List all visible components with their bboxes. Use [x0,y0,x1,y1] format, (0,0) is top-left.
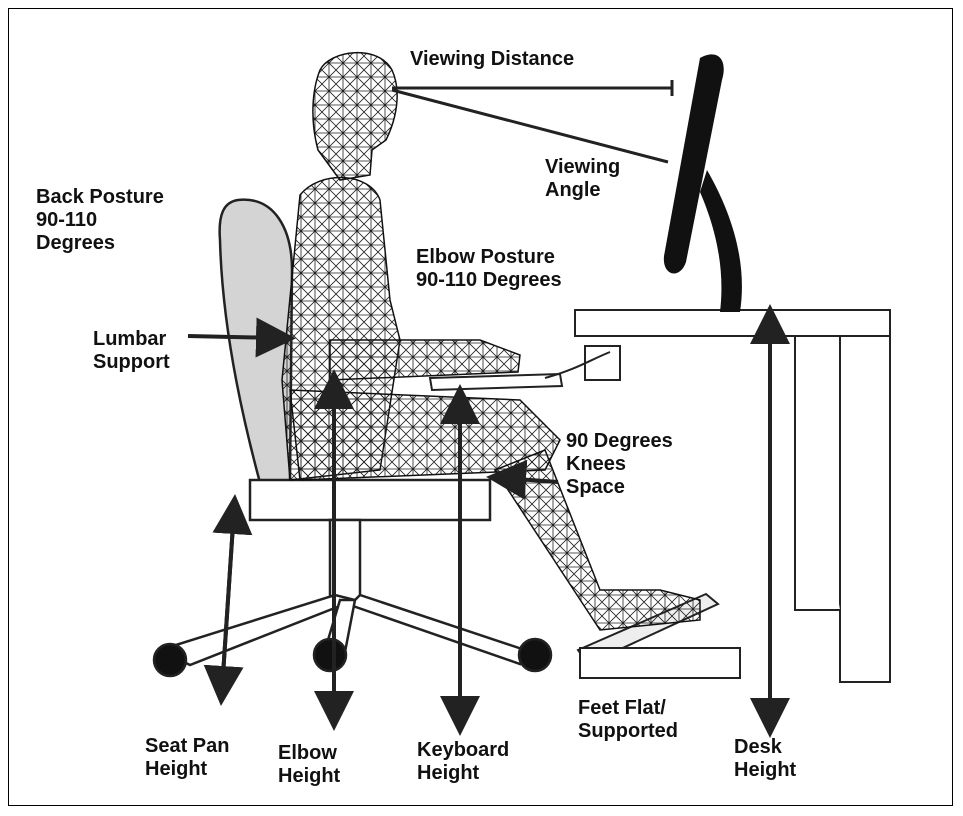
elbow-posture-label: Elbow Posture 90-110 Degrees [416,246,562,292]
viewing-distance-label: Viewing Distance [410,48,574,71]
keyboard-height-line1: Keyboard [417,739,509,762]
elbow-posture-line2: 90-110 Degrees [416,269,562,292]
lumbar-arrow [188,336,280,338]
knees-space-line2: Knees [566,453,673,476]
viewing-angle-label: Viewing Angle [545,156,620,202]
lumbar-support-label: Lumbar Support [93,328,170,374]
elbow-height-line2: Height [278,765,340,788]
feet-flat-line1: Feet Flat/ [578,697,678,720]
monitor [664,54,742,312]
keyboard-height-label: Keyboard Height [417,739,509,785]
knees-space-label: 90 Degrees Knees Space [566,430,673,499]
viewing-angle-line2: Angle [545,179,620,202]
feet-flat-line2: Supported [578,720,678,743]
desk-height-label: Desk Height [734,736,796,782]
seat-pan-arrow [222,510,234,690]
feet-flat-label: Feet Flat/ Supported [578,697,678,743]
knees-space-line1: 90 Degrees [566,430,673,453]
viewing-angle-line1: Viewing [545,156,620,179]
desk-height-line2: Height [734,759,796,782]
desk-height-line1: Desk [734,736,796,759]
elbow-height-label: Elbow Height [278,742,340,788]
lumbar-support-line2: Support [93,351,170,374]
lumbar-support-line1: Lumbar [93,328,170,351]
back-posture-line2: 90-110 [36,209,164,232]
back-posture-line3: Degrees [36,232,164,255]
knees-space-line3: Space [566,476,673,499]
seat-pan-height-line1: Seat Pan [145,735,229,758]
elbow-posture-line1: Elbow Posture [416,246,562,269]
seat-pan-height-label: Seat Pan Height [145,735,229,781]
back-posture-line1: Back Posture [36,186,164,209]
sight-lines [392,80,672,162]
keyboard-height-line2: Height [417,762,509,785]
elbow-height-line1: Elbow [278,742,340,765]
seat-pan-height-line2: Height [145,758,229,781]
viewing-distance-text: Viewing Distance [410,48,574,71]
back-posture-label: Back Posture 90-110 Degrees [36,186,164,255]
